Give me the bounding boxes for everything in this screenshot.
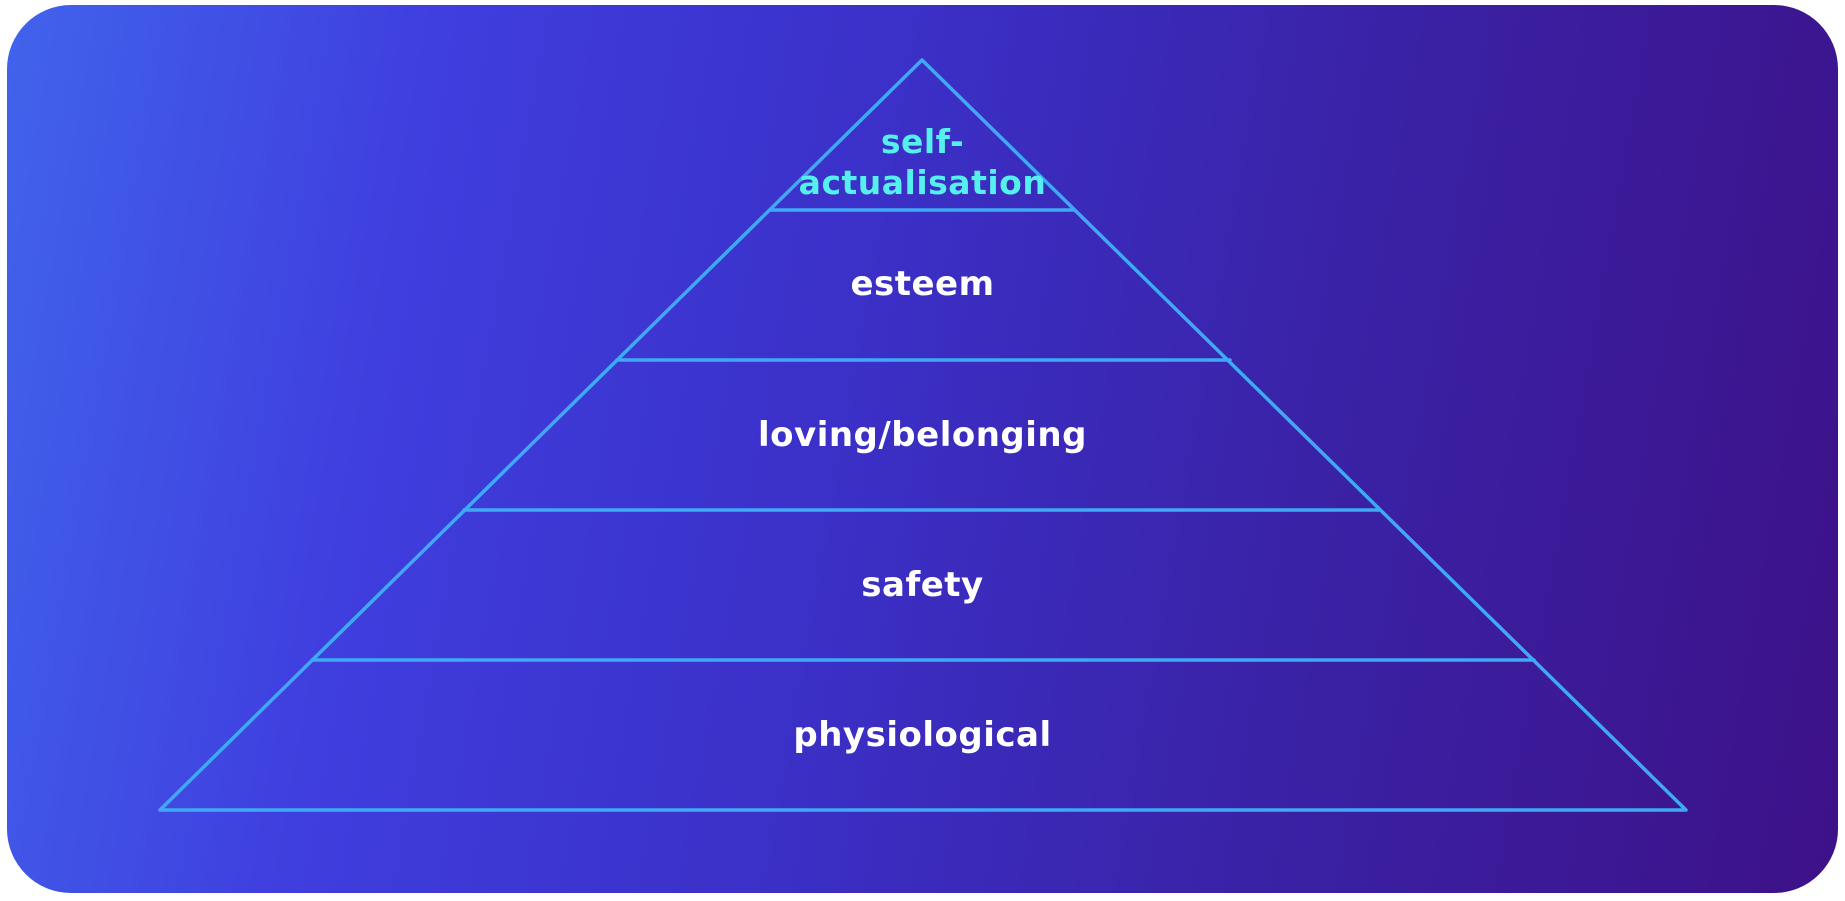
level-label-safety: safety xyxy=(861,565,984,605)
level-label-esteem: esteem xyxy=(850,264,995,304)
level-label-loving-belonging: loving/belonging xyxy=(758,415,1087,455)
level-label-physiological: physiological xyxy=(793,715,1052,755)
level-label-self-actualisation-line-2: actualisation xyxy=(798,163,1047,202)
pyramid-outline xyxy=(158,58,1688,812)
level-label-self-actualisation-line-1: self- xyxy=(880,122,965,161)
